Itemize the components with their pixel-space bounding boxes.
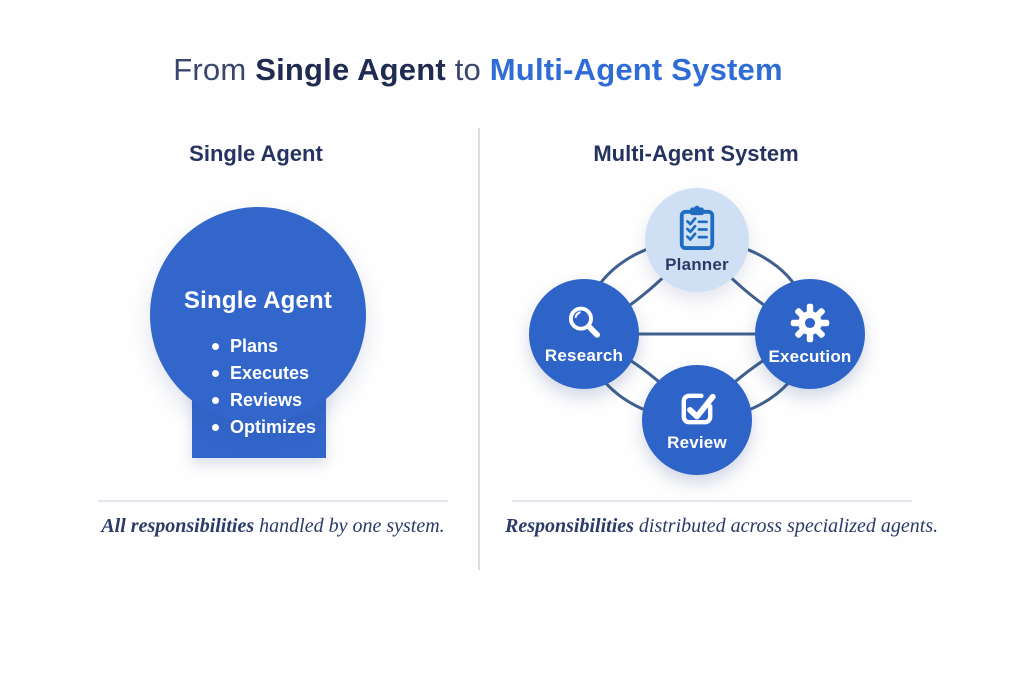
title-part-single-agent: Single Agent [255, 52, 446, 87]
list-item: Optimizes [212, 414, 316, 441]
agent-node-planner: Planner [645, 188, 749, 292]
title-part-from: From [173, 52, 256, 87]
magnifying-glass-icon [568, 306, 600, 338]
agent-node-review: Review [642, 365, 752, 475]
bullet-dot [212, 370, 219, 377]
left-caption-bold: All responsibilities [101, 515, 255, 537]
right-caption-bold: Responsibilities [505, 515, 634, 537]
list-item: Plans [212, 333, 316, 360]
checkbox-check-icon [681, 393, 716, 425]
bullet-dot [212, 343, 219, 350]
agent-node-label: Research [544, 346, 624, 365]
list-item: Reviews [212, 387, 316, 414]
left-caption: All responsibilities handled by one syst… [73, 515, 473, 538]
right-caption: Responsibilities distributed across spec… [505, 515, 938, 538]
gear-icon [790, 303, 830, 343]
left-column-heading: Single Agent [189, 141, 323, 166]
agent-node-research: Research [529, 279, 639, 389]
agent-node-label: Execution [768, 347, 852, 366]
title-part-to: to [445, 52, 490, 87]
left-caption-divider [98, 500, 448, 502]
single-agent-shape-title: Single Agent [183, 287, 333, 314]
right-caption-rest: distributed across specialized agents. [633, 515, 939, 537]
bullet-dot [212, 397, 219, 404]
clipboard-checklist-icon [679, 205, 715, 250]
bullet-dot [212, 424, 219, 431]
title-part-multi-agent: Multi-Agent System [489, 52, 783, 87]
right-caption-divider [512, 500, 912, 502]
agent-node-label: Review [667, 433, 727, 452]
agent-node-execution: Execution [755, 279, 865, 389]
agent-node-label: Planner [665, 255, 729, 274]
bullet-label: Executes [230, 363, 310, 383]
bullet-label: Plans [230, 336, 279, 356]
right-column-heading: Multi-Agent System [593, 141, 799, 166]
bullet-label: Optimizes [230, 417, 317, 437]
left-caption-rest: handled by one system. [254, 515, 445, 537]
page-title: From Single Agent to Multi-Agent System [0, 52, 956, 88]
list-item: Executes [212, 360, 316, 387]
single-agent-shape-circle [150, 207, 366, 423]
vertical-divider [478, 128, 480, 570]
single-agent-bullet-list: Plans Executes Reviews Optimizes [212, 333, 316, 441]
bullet-label: Reviews [230, 390, 303, 410]
